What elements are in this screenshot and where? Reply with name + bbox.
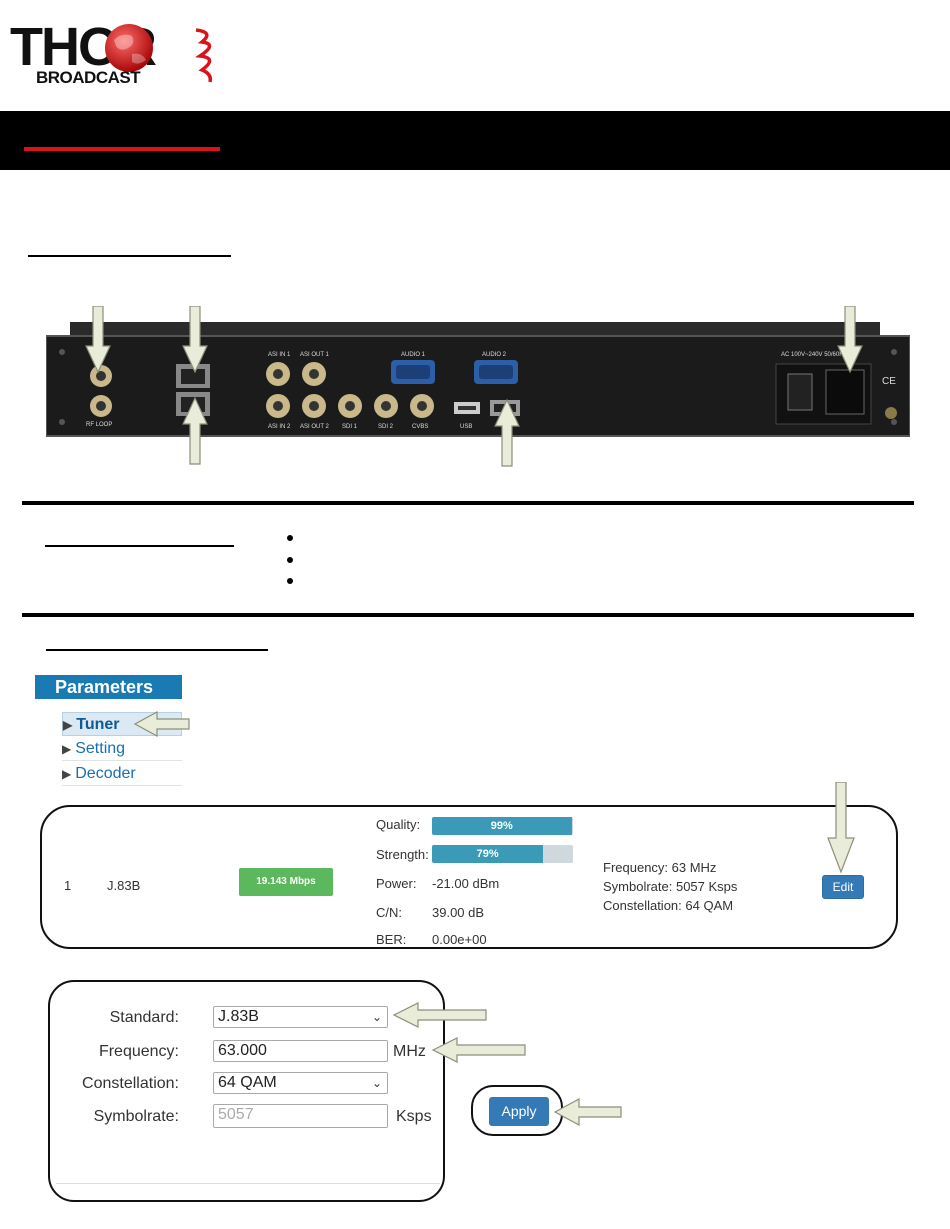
header-bar [0, 111, 950, 170]
symbolrate-unit: Ksps [396, 1108, 432, 1125]
quality-bar: 99% [432, 817, 573, 835]
menu-item-setting[interactable]: ▶Setting [62, 737, 182, 761]
strength-bar: 79% [432, 845, 573, 863]
tuner-status-panel [40, 805, 898, 949]
triangle-right-icon: ▶ [62, 742, 72, 756]
ber-value: 0.00e+00 [432, 932, 487, 947]
constellation-select[interactable]: 64 QAM ⌄ [213, 1072, 388, 1094]
tuner-standard: J.83B [107, 878, 141, 893]
arrow-up-icon [182, 396, 208, 465]
constellation-info: Constellation: 64 QAM [603, 898, 734, 913]
constellation-label: Constellation: [82, 1075, 179, 1092]
triangle-right-icon: ▶ [62, 767, 72, 781]
svg-text:USB: USB [460, 424, 472, 430]
svg-text:ASI OUT 1: ASI OUT 1 [300, 352, 330, 358]
divider [22, 613, 914, 617]
rf-loop-label: RF LOOP [86, 422, 112, 428]
divider [22, 501, 914, 505]
triangle-right-icon: ▶ [63, 718, 73, 732]
chevron-down-icon: ⌄ [371, 1010, 382, 1024]
section-heading-underline [45, 545, 234, 547]
section-heading-underline [28, 255, 231, 257]
svg-text:CVBS: CVBS [412, 424, 428, 430]
header-title-underline [24, 147, 220, 151]
menu-item-decoder[interactable]: ▶Decoder [62, 762, 182, 786]
rf-in-connector [90, 365, 112, 387]
standard-select-value: J.83B [218, 1008, 259, 1025]
rf-loop-connector [90, 395, 112, 417]
tuner-settings-form [48, 980, 445, 1202]
frequency-input[interactable]: 63.000 [213, 1040, 388, 1062]
svg-text:AC 100V~240V 50/60Hz 2A: AC 100V~240V 50/60Hz 2A [781, 352, 856, 358]
section-heading-underline [46, 649, 268, 651]
parameters-menu-title: Parameters [35, 675, 182, 699]
strength-label: Strength: [376, 847, 429, 862]
svg-text:ASI IN 1: ASI IN 1 [268, 352, 291, 358]
arrow-down-icon [85, 306, 111, 374]
frequency-unit: MHz [393, 1043, 426, 1060]
quality-label: Quality: [376, 817, 421, 832]
svg-text:AUDIO 1: AUDIO 1 [401, 352, 426, 358]
strength-bar-fill: 79% [432, 845, 544, 863]
arrow-left-icon [392, 1002, 487, 1028]
svg-text:SDI 1: SDI 1 [342, 424, 358, 430]
power-label: Power: [376, 876, 417, 891]
globe-icon [105, 24, 153, 72]
ber-label: BER: [376, 932, 407, 947]
svg-text:ASI OUT 2: ASI OUT 2 [300, 424, 330, 430]
thor-broadcast-logo: THOR BROADCAST [10, 18, 225, 93]
apply-button[interactable]: Apply [489, 1097, 549, 1126]
frequency-info: Frequency: 63 MHz [603, 860, 717, 875]
logo-subtitle: BROADCAST [36, 68, 141, 87]
bullet [287, 578, 293, 584]
chevron-down-icon: ⌄ [371, 1076, 382, 1090]
symbolrate-input[interactable]: 5057 [213, 1104, 388, 1128]
arrow-left-icon [133, 710, 190, 738]
symbolrate-label: Symbolrate: [93, 1108, 179, 1125]
tuner-index: 1 [64, 878, 72, 893]
bullet [287, 535, 293, 541]
menu-item-label: Setting [75, 740, 126, 757]
frequency-label: Frequency: [98, 1043, 179, 1060]
arrow-down-icon [827, 782, 855, 874]
form-footer-divider [56, 1183, 440, 1184]
quality-bar-fill: 99% [432, 817, 572, 835]
cn-value: 39.00 dB [432, 905, 485, 920]
lightning-icon [195, 28, 213, 83]
arrow-down-icon [837, 306, 863, 374]
power-value: -21.00 dBm [432, 876, 500, 891]
svg-text:CE: CE [882, 376, 896, 387]
arrow-left-icon [553, 1097, 622, 1127]
arrow-down-icon [182, 306, 208, 374]
menu-item-label: Decoder [75, 765, 136, 782]
constellation-select-value: 64 QAM [218, 1074, 277, 1091]
symbolrate-info: Symbolrate: 5057 Ksps [603, 879, 738, 894]
standard-select[interactable]: J.83B ⌄ [213, 1006, 388, 1028]
svg-text:ASI IN 2: ASI IN 2 [268, 424, 291, 430]
svg-text:SDI 2: SDI 2 [378, 424, 394, 430]
device-rear-panel: RF LOOP ASI IN 1 ASI OUT 1 AUDIO 1 AUDIO 2… [46, 322, 910, 437]
bullet [287, 557, 293, 563]
menu-item-label: Tuner [76, 716, 120, 733]
arrow-left-icon [431, 1037, 526, 1063]
edit-button[interactable]: Edit [822, 875, 864, 899]
cn-label: C/N: [376, 905, 402, 920]
bitrate-badge: 19.143 Mbps [239, 868, 333, 896]
svg-text:AUDIO 2: AUDIO 2 [482, 352, 507, 358]
standard-label: Standard: [109, 1009, 179, 1026]
arrow-up-icon [494, 398, 520, 467]
